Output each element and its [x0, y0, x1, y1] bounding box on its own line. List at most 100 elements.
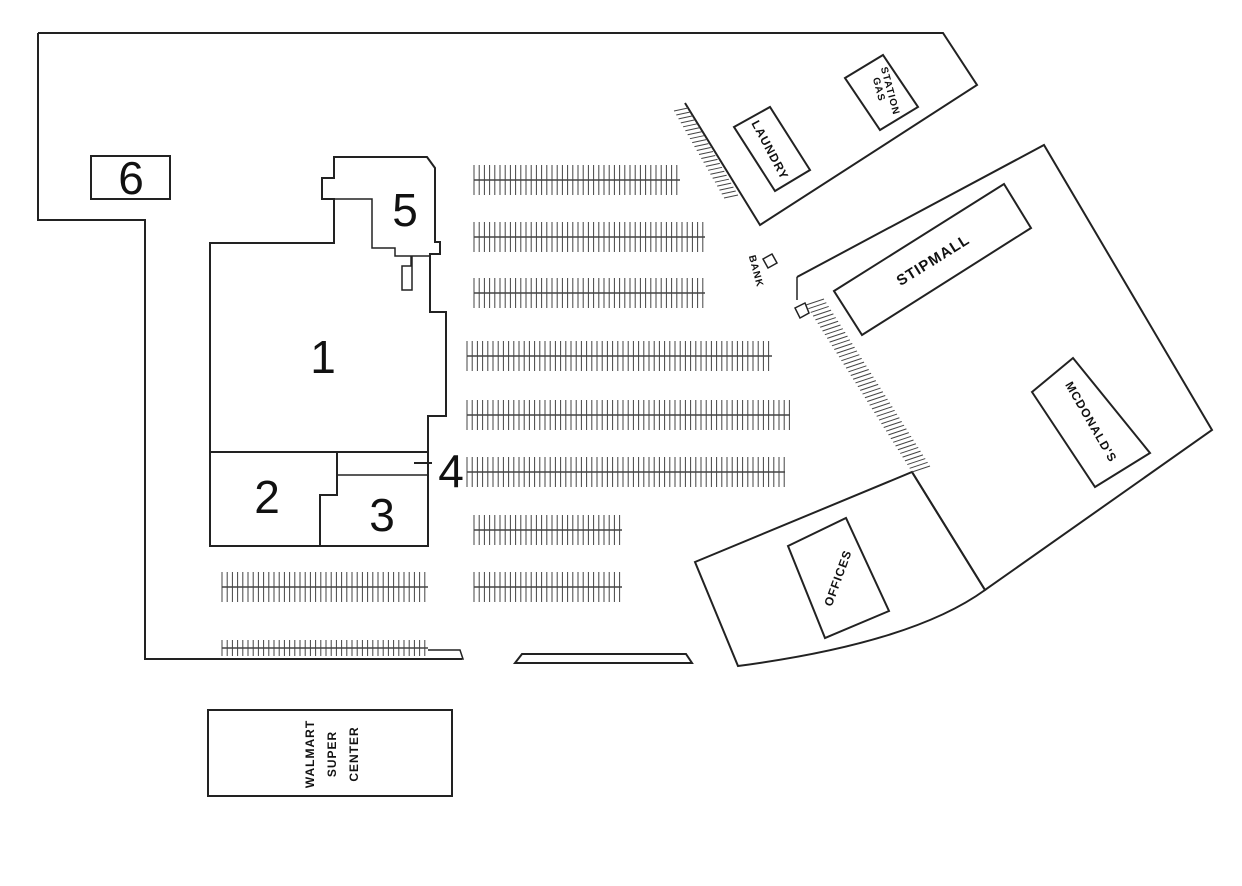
lot-5-number: 5 [392, 184, 418, 236]
stipmall-parcel [796, 143, 1214, 592]
lot-1[interactable]: 1 [209, 156, 447, 453]
parking-row [473, 572, 622, 602]
lot-3[interactable]: 3 [337, 474, 428, 541]
parking-stall [883, 420, 902, 428]
lot-1-number: 1 [310, 331, 336, 383]
parking-stall [696, 147, 711, 152]
parking-row [473, 165, 680, 195]
parking-stall [817, 317, 836, 325]
lot-2-number: 2 [254, 471, 280, 523]
parking-stall [876, 409, 895, 417]
parking-stall [723, 194, 739, 199]
parking-stall [836, 346, 855, 354]
diagonal-parking-row [673, 107, 739, 199]
parking-row [473, 222, 705, 252]
offices-label: OFFICES [821, 548, 854, 608]
parking-stall [680, 119, 695, 124]
lot-4[interactable]: 4 [414, 445, 464, 497]
parking-row [473, 278, 705, 308]
parking-stall [867, 395, 886, 402]
parking-stall [895, 439, 914, 447]
offices-building[interactable]: OFFICES [786, 516, 891, 640]
parking-stall [808, 302, 827, 310]
parking-stall [822, 324, 841, 332]
parking-row [221, 572, 428, 602]
parking-stall [827, 331, 846, 339]
parking-stall [701, 154, 716, 159]
parking-stall [909, 461, 928, 469]
parking-stall [848, 365, 867, 373]
parking-stall [682, 123, 698, 128]
parking-stall [852, 372, 872, 380]
parking-stall [834, 343, 853, 351]
parking-stall [843, 357, 862, 365]
parking-stall [885, 424, 905, 432]
lower-median [512, 653, 694, 664]
laundry-label: LAUNDRY [749, 118, 792, 182]
parking-stall [871, 402, 891, 410]
parking-stall [698, 151, 714, 155]
property-boundary [37, 32, 979, 660]
parking-stall [838, 350, 858, 358]
parking-stall [687, 131, 702, 136]
parking-stall [890, 432, 909, 440]
parking-stall [694, 143, 709, 148]
parking-stall [892, 435, 912, 443]
parking-row [473, 515, 622, 545]
parking-stall [850, 369, 869, 376]
mcdonalds-building[interactable]: MCDONALD'S [1030, 356, 1152, 489]
parking-stall [881, 417, 900, 425]
parking-stall [714, 178, 730, 183]
parking-stall [815, 313, 834, 321]
parking-stall [692, 139, 707, 144]
parking-stall [869, 398, 888, 406]
walmart-label-2: SUPER [325, 731, 339, 777]
parking-stall [707, 166, 723, 171]
parking-row [221, 640, 428, 656]
parking-stall [878, 413, 898, 421]
gas-station-building[interactable]: GAS STATION [843, 53, 920, 132]
bank-label: BANK [746, 254, 765, 289]
diagonal-parking-row [805, 298, 931, 473]
parking-stall [829, 335, 848, 343]
parking-row [466, 341, 772, 371]
walmart-label-3: CENTER [347, 726, 361, 781]
walmart-supercenter[interactable]: WALMART SUPER CENTER [207, 709, 453, 797]
parking-stall [888, 428, 907, 436]
laundry-building[interactable]: LAUNDRY [732, 105, 812, 193]
parking-stall [717, 182, 732, 187]
parking-stall [902, 450, 921, 458]
walmart-label-1: WALMART [303, 720, 317, 788]
stipmall-building[interactable]: STIPMALL [832, 182, 1033, 337]
parking-stall [900, 446, 919, 454]
parking-stall [710, 170, 725, 175]
lot-6[interactable]: 6 [90, 152, 171, 204]
bank-building[interactable]: BANK [746, 252, 779, 289]
parking-stall [673, 107, 689, 112]
left-island [428, 649, 465, 660]
lot-4-number: 4 [438, 445, 464, 497]
lot-3-number: 3 [369, 489, 395, 541]
stipmall-label: STIPMALL [894, 231, 973, 289]
parking-stall [824, 328, 844, 336]
parking-stall [904, 454, 924, 462]
parking-stall [685, 127, 700, 132]
lot-5[interactable]: 5 [334, 184, 430, 291]
lot-6-number: 6 [118, 152, 144, 204]
parking-row [466, 457, 785, 487]
lot-2[interactable]: 2 [209, 451, 429, 547]
parking-stall [831, 339, 851, 347]
parking-stall [841, 354, 860, 362]
parking-stall [805, 298, 825, 306]
parking-stall [719, 186, 734, 191]
parking-stall [712, 174, 727, 179]
parking-stall [676, 111, 691, 116]
parking-stall [855, 376, 874, 384]
offices-parcel [693, 470, 987, 668]
parking-stall [689, 135, 705, 140]
parking-stall [860, 383, 879, 391]
parking-stall [678, 115, 693, 120]
parking-stall [810, 305, 829, 313]
parking-stall [812, 309, 832, 317]
